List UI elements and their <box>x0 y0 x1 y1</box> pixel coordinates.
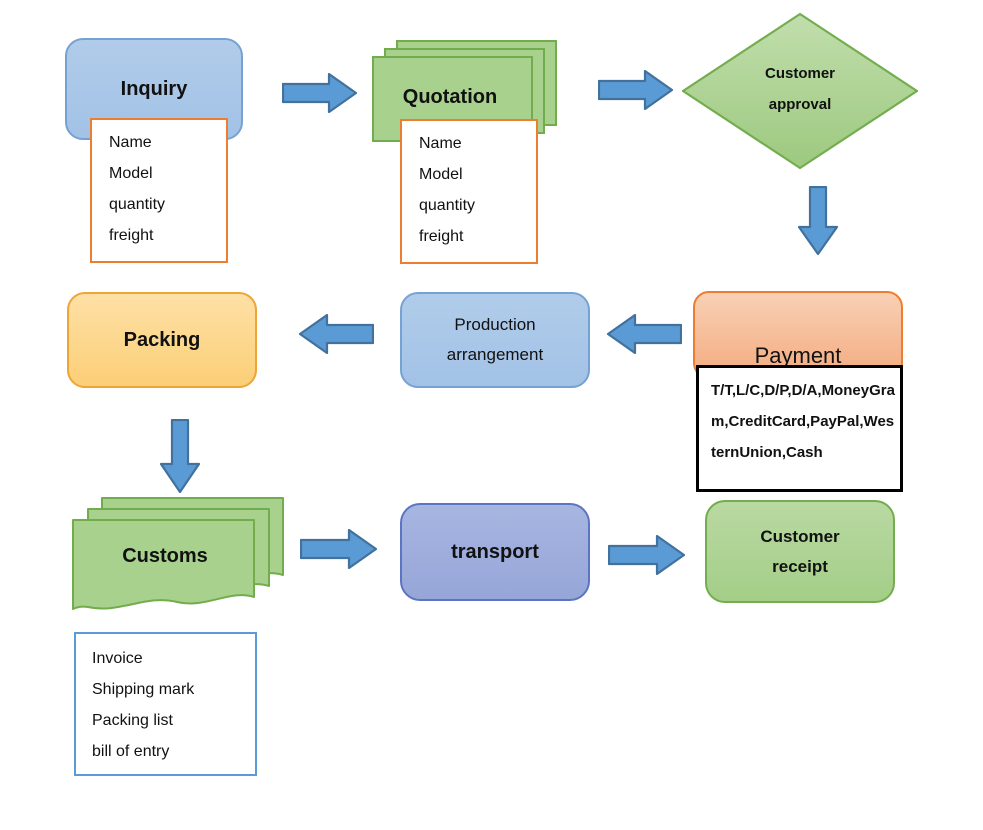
approval-line2: approval <box>768 96 832 113</box>
approval-line1: Customer <box>764 65 835 82</box>
list-line: Name <box>419 135 462 152</box>
node-inquiry-label: Inquiry <box>120 77 188 100</box>
flow-arrow-down-packing-to-customs <box>160 419 200 494</box>
flow-arrow-right-inquiry-to-quotation <box>282 73 358 113</box>
node-payment-label: Payment <box>754 343 842 368</box>
payment-methods-box: T/T,L/C,D/P,D/A,MoneyGram,CreditCard,Pay… <box>696 365 903 492</box>
node-packing: Packing <box>67 292 257 388</box>
list-line: freight <box>419 228 464 245</box>
list-line: Invoice <box>92 650 143 667</box>
customs-document-stack <box>72 497 284 610</box>
list-line: Model <box>419 166 463 183</box>
node-customer-approval-diamond <box>681 12 919 170</box>
list-line: quantity <box>109 196 166 213</box>
node-customer-receipt: Customer receipt <box>705 500 895 603</box>
receipt-line1: Customer <box>760 526 840 546</box>
list-line: bill of entry <box>92 743 170 760</box>
production-line2: arrangement <box>446 345 544 364</box>
flow-arrow-down-approval-to-payment <box>798 186 838 256</box>
receipt-line2: receipt <box>772 556 828 576</box>
node-transport-label: transport <box>451 540 539 563</box>
production-line1: Production <box>454 315 536 334</box>
flow-arrow-right-quotation-to-approval <box>598 70 674 110</box>
flow-arrow-right-customs-to-transport <box>300 529 378 569</box>
node-quotation-label: Quotation <box>375 86 525 109</box>
node-packing-label: Packing <box>123 328 201 351</box>
payment-methods-text: T/T,L/C,D/P,D/A,MoneyGram,CreditCard,Pay… <box>711 382 895 461</box>
node-customs-label-text: Customs <box>122 545 208 567</box>
node-quotation-label-text: Quotation <box>402 86 498 108</box>
list-line: Name <box>109 134 152 151</box>
flow-arrow-right-transport-to-receipt <box>608 535 686 575</box>
flow-arrow-left-production-to-packing <box>298 314 374 354</box>
node-customer-approval-label: Customer approval <box>700 58 900 120</box>
list-line: freight <box>109 227 154 244</box>
list-line: Shipping mark <box>92 681 195 698</box>
flow-arrow-left-payment-to-production <box>606 314 682 354</box>
list-line: quantity <box>419 197 476 214</box>
node-transport: transport <box>400 503 590 601</box>
list-line: Model <box>109 165 153 182</box>
list-line: Packing list <box>92 712 173 729</box>
node-payment: Payment <box>693 291 903 379</box>
node-customs-label: Customs <box>90 545 240 568</box>
node-production-arrangement: Production arrangement <box>400 292 590 388</box>
